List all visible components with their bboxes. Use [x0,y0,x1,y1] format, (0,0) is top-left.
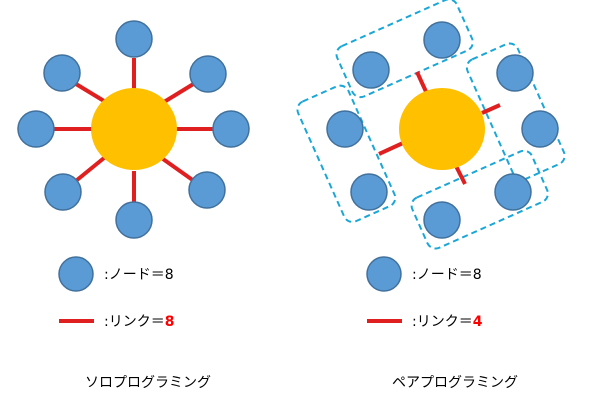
solo-node-right [212,110,250,148]
pair-legend-node-icon [366,256,402,292]
solo-link-top-right [162,81,197,104]
solo-node-bottom [115,201,153,239]
solo-legend-node-count: 8 [165,267,174,283]
solo-node-left [17,110,55,148]
pair-link-left [378,141,404,156]
pair-diagram [296,0,566,250]
pair-group-left [296,84,397,223]
pair-node-right-top [496,54,534,92]
solo-legend-node-icon [58,256,94,292]
pair-node-left-bottom [350,173,388,211]
pair-legend-link-text: :リンク＝4 [412,314,483,330]
pair-node-top-right [423,21,461,59]
solo-legend-node-label: :ノード＝ [104,267,165,283]
solo-diagram [17,20,250,239]
pair-group-right [465,42,566,181]
solo-link-bottom-left [75,156,106,182]
solo-links [52,58,215,203]
solo-node-top-left [43,54,81,92]
solo-legend-node-text: :ノード＝8 [104,267,174,283]
solo-legend-link-label: :リンク＝ [104,314,165,330]
pair-caption: ペアプログラミング [392,375,518,391]
pair-node-right-bottom [521,110,559,148]
pair-legend-node-count: 8 [473,267,482,283]
solo-legend-link-count: 8 [165,314,175,330]
solo-legend-link-text: :リンク＝8 [104,314,174,330]
solo-link-top-left [74,82,106,103]
pair-nodes [326,21,559,239]
solo-node-bottom-left [44,173,82,211]
pair-group-bottom [410,149,549,250]
solo-node-top-right [189,55,227,93]
solo-nodes [17,20,250,239]
pair-node-bottom-left [423,201,461,239]
pair-legend: :ノード＝8 :リンク＝4 [366,256,483,330]
solo-hub [91,88,177,170]
pair-legend-link-label: :リンク＝ [412,314,473,330]
solo-caption: ソロプログラミング [85,375,211,391]
pair-node-left-top [326,110,364,148]
solo-link-bottom-right [161,157,196,183]
solo-node-bottom-right [188,171,226,209]
pair-hub [399,88,485,170]
pair-link-right [481,103,501,115]
pair-legend-link-count: 4 [473,314,483,330]
solo-node-top [115,20,153,58]
pair-legend-node-label: :ノード＝ [412,267,473,283]
solo-legend: :ノード＝8 :リンク＝8 [58,256,174,330]
pair-node-top-left [352,51,390,89]
pair-node-bottom-right [494,173,532,211]
pair-legend-node-text: :ノード＝8 [412,267,482,283]
